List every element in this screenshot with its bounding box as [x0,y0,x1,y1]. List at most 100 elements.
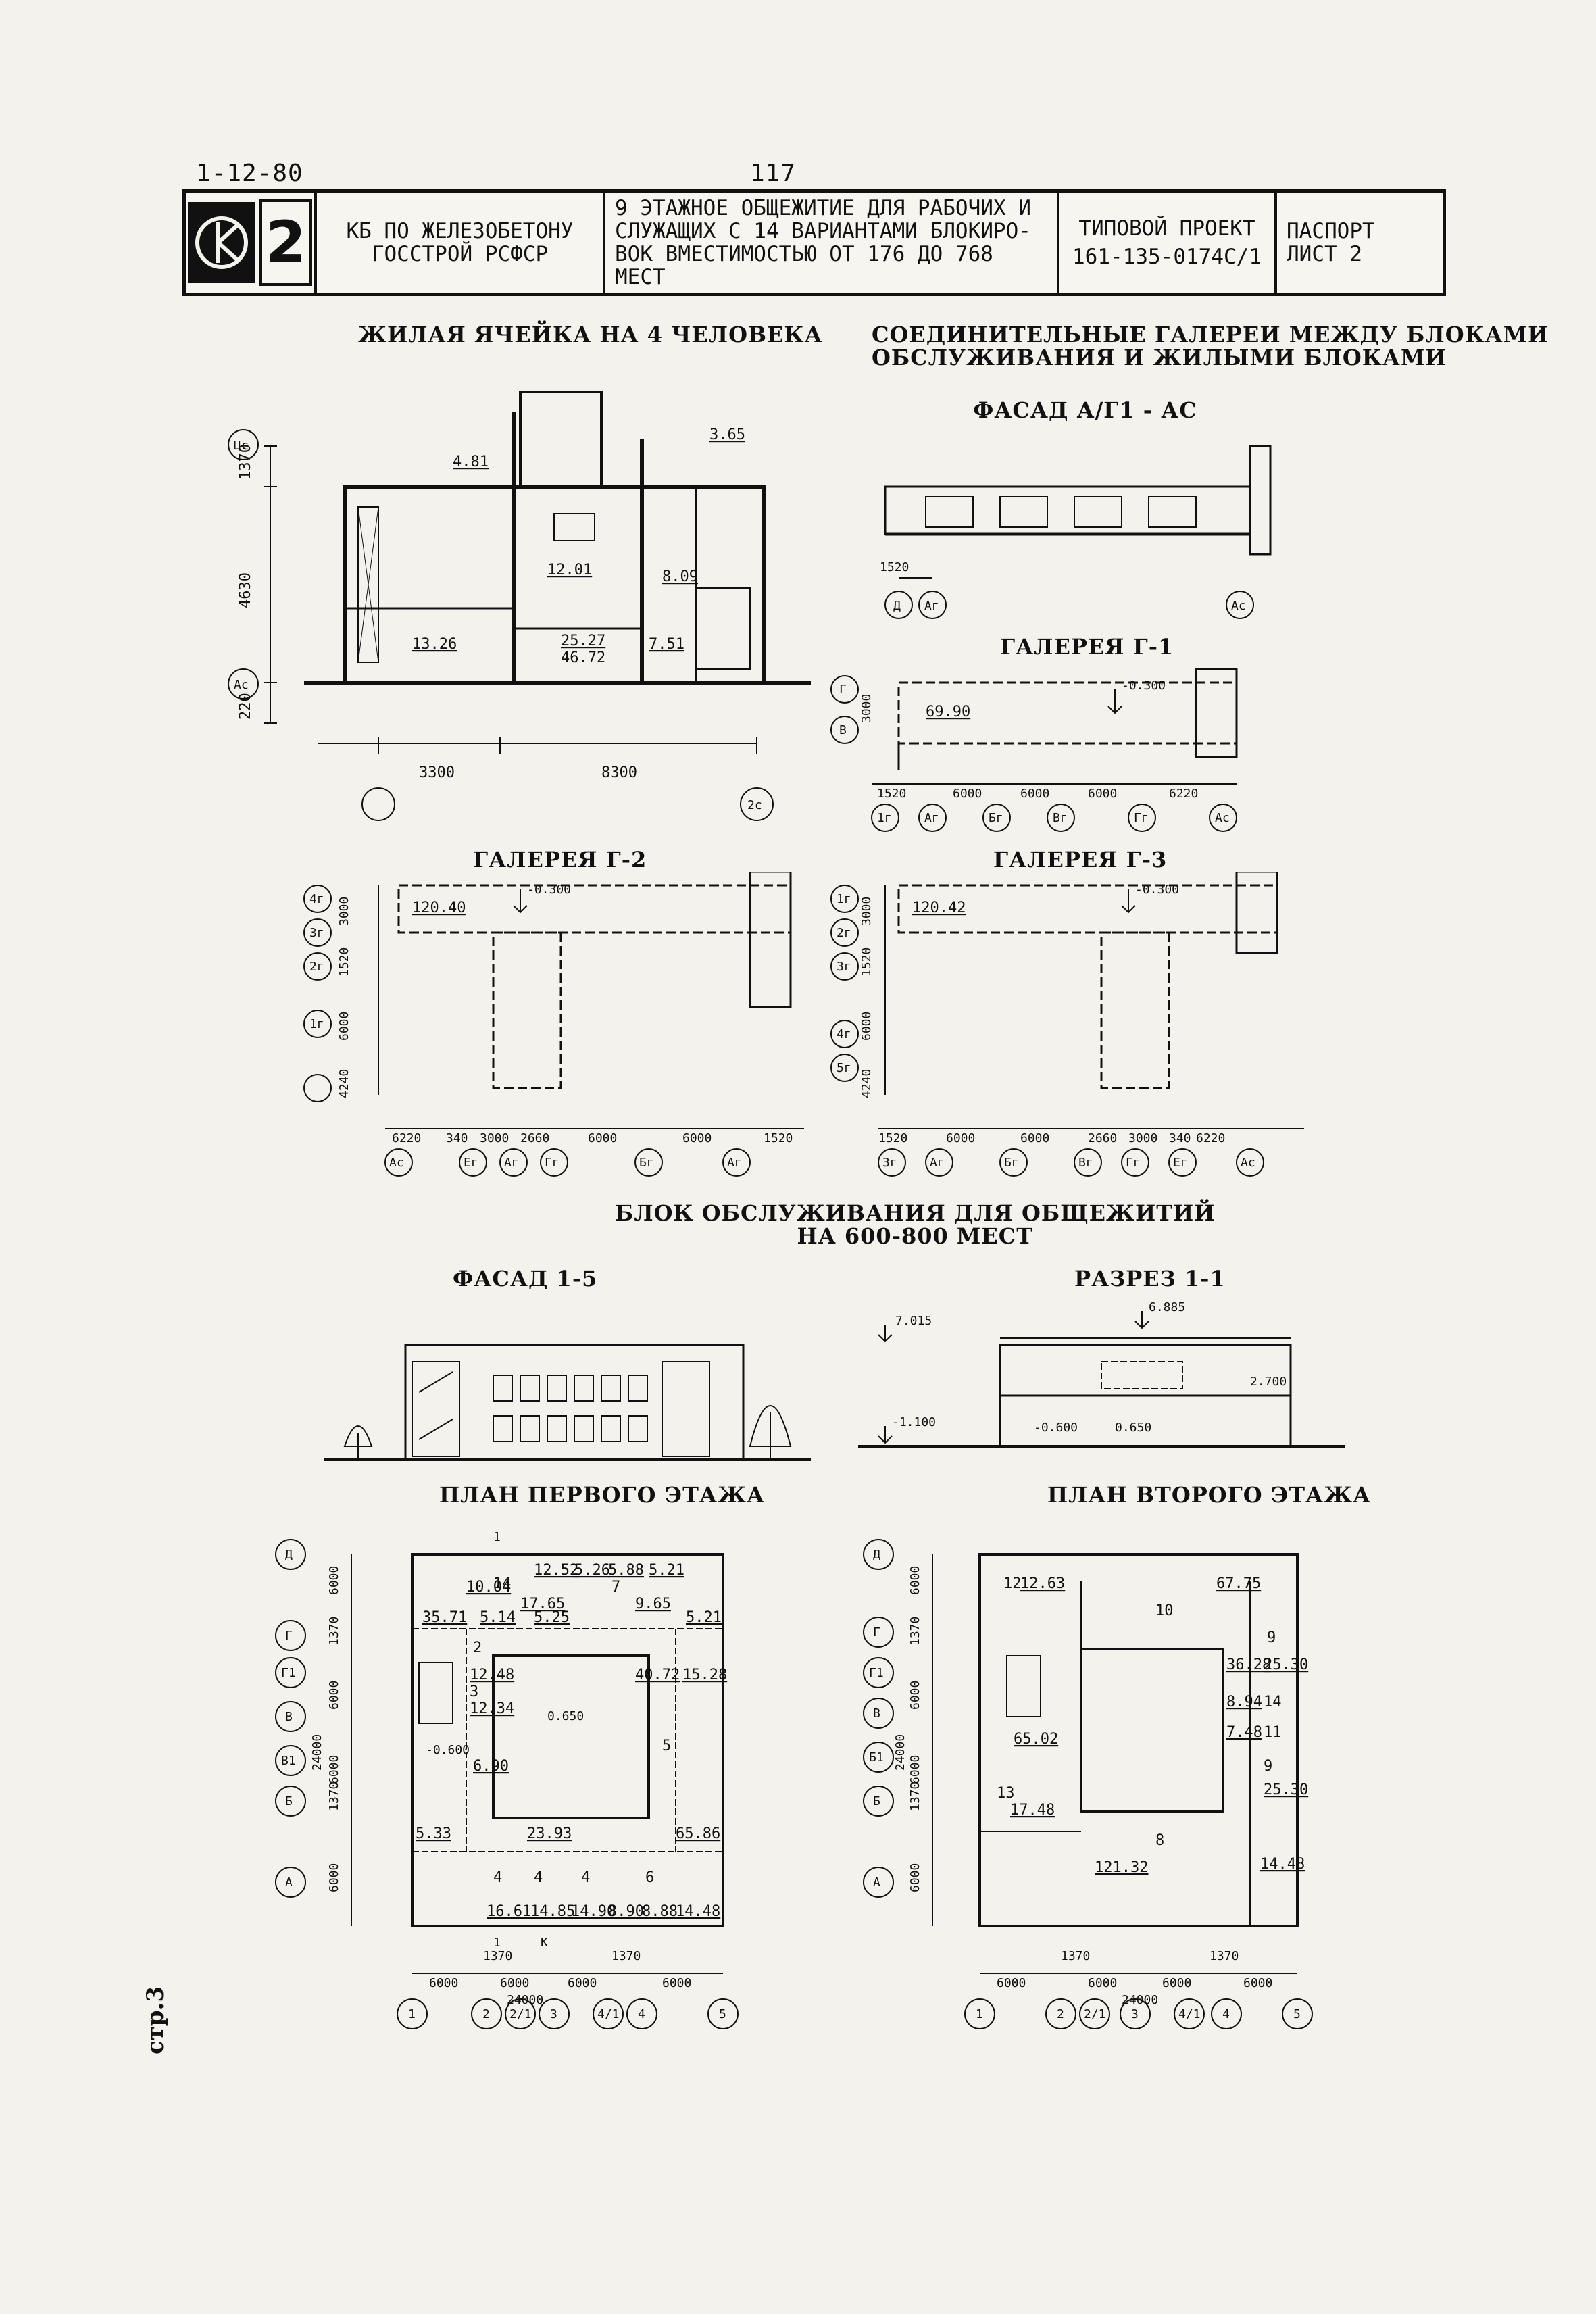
axis-marker: Ас [389,1156,404,1170]
dim-label: 4240 [859,1069,874,1098]
axis-marker: Д [285,1548,293,1562]
service-block-title: БЛОК ОБСЛУЖИВАНИЯ ДЛЯ ОБЩЕЖИТИЙ НА 600-8… [615,1202,1215,1248]
area-label: 8.94 [1226,1694,1262,1710]
axis-marker: 5 [719,2007,726,2021]
page-number: 117 [750,159,797,187]
room-number: 7 [612,1579,620,1596]
axis-marker: 1г [877,811,892,825]
dim-label: 6000 [662,1976,691,1990]
gallery-g3-plan: -0.300 120.42 3000 1520 6000 4240 1520 6… [818,872,1318,1189]
dim-label: 6000 [429,1976,458,1990]
axis-marker: 2/1 [1084,2007,1106,2021]
area-label: 7.51 [649,636,684,653]
galleries-title-line-2: ОБСЛУЖИВАНИЯ И ЖИЛЫМИ БЛОКАМИ [872,345,1447,370]
level-label: 0.650 [547,1709,584,1723]
room-number: 9 [1267,1629,1276,1646]
axis-marker: 3г [837,960,851,974]
area-label: 5.88 [608,1562,644,1579]
axis-marker: Г [839,683,847,697]
axis-marker: Аг [727,1156,742,1170]
axis-marker: 5г [837,1061,851,1075]
axis-marker: В1 [281,1754,296,1768]
axis-marker: 2с [747,798,762,812]
axis-marker: Гг [545,1156,559,1170]
area-label: 5.25 [534,1609,570,1626]
dim-label: 6220 [1169,787,1198,801]
dim-label: 6000 [946,1131,975,1146]
gallery-g2-title: ГАЛЕРЕЯ Г-2 [473,847,647,872]
galleries-title: СОЕДИНИТЕЛЬНЫЕ ГАЛЕРЕИ МЕЖДУ БЛОКАМИ ОБС… [872,323,1549,369]
margin-page-note: стр.3 [142,1986,169,2054]
axis-marker: 2г [309,960,324,974]
level-label: -0.300 [527,883,571,897]
area-label: 5.21 [649,1562,684,1579]
axis-marker: Б [285,1794,293,1808]
area-label: 65.02 [1014,1731,1058,1748]
area-label: 40.72 [635,1667,680,1683]
area-label: 12.48 [470,1667,514,1683]
service-block-title-line-1: БЛОК ОБСЛУЖИВАНИЯ ДЛЯ ОБЩЕЖИТИЙ [615,1200,1216,1226]
axis-marker: Г [873,1625,880,1640]
dim-label: 1520 [859,947,874,977]
axis-marker: 3 [1131,2007,1139,2021]
level-label: 7.015 [895,1314,932,1328]
organization-line-1: КБ ПО ЖЕЛЕЗОБЕТОНУ [346,219,574,243]
area-label: 14.48 [1260,1856,1305,1873]
area-label: 14.85 [530,1903,575,1920]
title-block: 2 КБ ПО ЖЕЛЕЗОБЕТОНУ ГОССТРОЙ РСФСР 9 ЭТ… [182,189,1446,296]
section-mark: К [541,1936,548,1950]
dim-label: 3000 [859,694,874,723]
dim-label: 1370 [483,1949,512,1963]
dim-label: 6000 [908,1681,922,1710]
dim-label: 6000 [1243,1976,1272,1990]
dim-label: 6000 [327,1681,341,1710]
dim-label: 1370 [612,1949,641,1963]
room-number: 6 [645,1869,654,1886]
dim-label: 2660 [520,1131,549,1146]
project-title-line-1: 9 ЭТАЖНОЕ ОБЩЕЖИТИЕ ДЛЯ РАБОЧИХ И [615,196,1031,220]
area-label: 12.01 [547,562,592,578]
area-label: 23.93 [527,1825,572,1842]
area-label: 69.90 [926,704,970,720]
axis-marker: Зг [882,1156,897,1170]
area-label: 5.21 [686,1609,722,1626]
dim-label: 1520 [764,1131,793,1146]
organization: КБ ПО ЖЕЛЕЗОБЕТОНУ ГОССТРОЙ РСФСР [317,193,605,293]
axis-marker: А [285,1875,293,1890]
area-label: 8.09 [662,568,698,585]
sheet-number: ЛИСТ 2 [1287,242,1362,266]
plan1-title: ПЛАН ПЕРВОГО ЭТАЖА [439,1482,766,1508]
area-label: 4.81 [453,453,489,470]
axis-marker: Г1 [281,1666,296,1680]
axis-marker: 2г [837,926,851,940]
area-label: 121.32 [1095,1859,1148,1876]
dim-label: 8300 [601,764,637,781]
section-mark: 1 [493,1530,501,1544]
axis-marker: Ег [1173,1156,1188,1170]
dim-label: 6000 [1020,1131,1049,1146]
dim-label: 1370 [327,1617,341,1646]
axis-marker: Цс [234,439,249,453]
area-label: 120.40 [412,900,466,916]
dim-label: 6000 [859,1012,874,1041]
axis-marker: 4/1 [1178,2007,1201,2021]
area-label: 7.48 [1226,1724,1262,1741]
organization-line-2: ГОССТРОЙ РСФСР [371,242,549,266]
axis-marker: Г1 [869,1666,884,1680]
room-number: 8 [1155,1832,1164,1849]
dim-label: 1370 [908,1782,922,1811]
plan-first-floor: 1 1 К 12.52 5.26 5.88 5.21 10.04 17.65 9… [270,1514,784,2034]
axis-marker: Аг [924,811,939,825]
sheet-info: ПАСПОРТ ЛИСТ 2 [1277,193,1443,293]
axis-marker: Бг [1004,1156,1019,1170]
dim-label: 1370 [908,1617,922,1646]
axis-marker: Гг [1134,811,1149,825]
room-number: 14 [1264,1694,1282,1710]
dim-label: 4630 [237,572,254,608]
gallery-g2-plan: -0.300 120.40 3000 1520 6000 4240 6220 3… [291,872,818,1189]
axis-marker: Ас [1215,811,1230,825]
room-number: 3 [470,1683,478,1700]
axis-marker: Г [285,1629,293,1643]
area-label: 9.65 [635,1596,671,1613]
axis-marker: Аг [924,599,939,613]
